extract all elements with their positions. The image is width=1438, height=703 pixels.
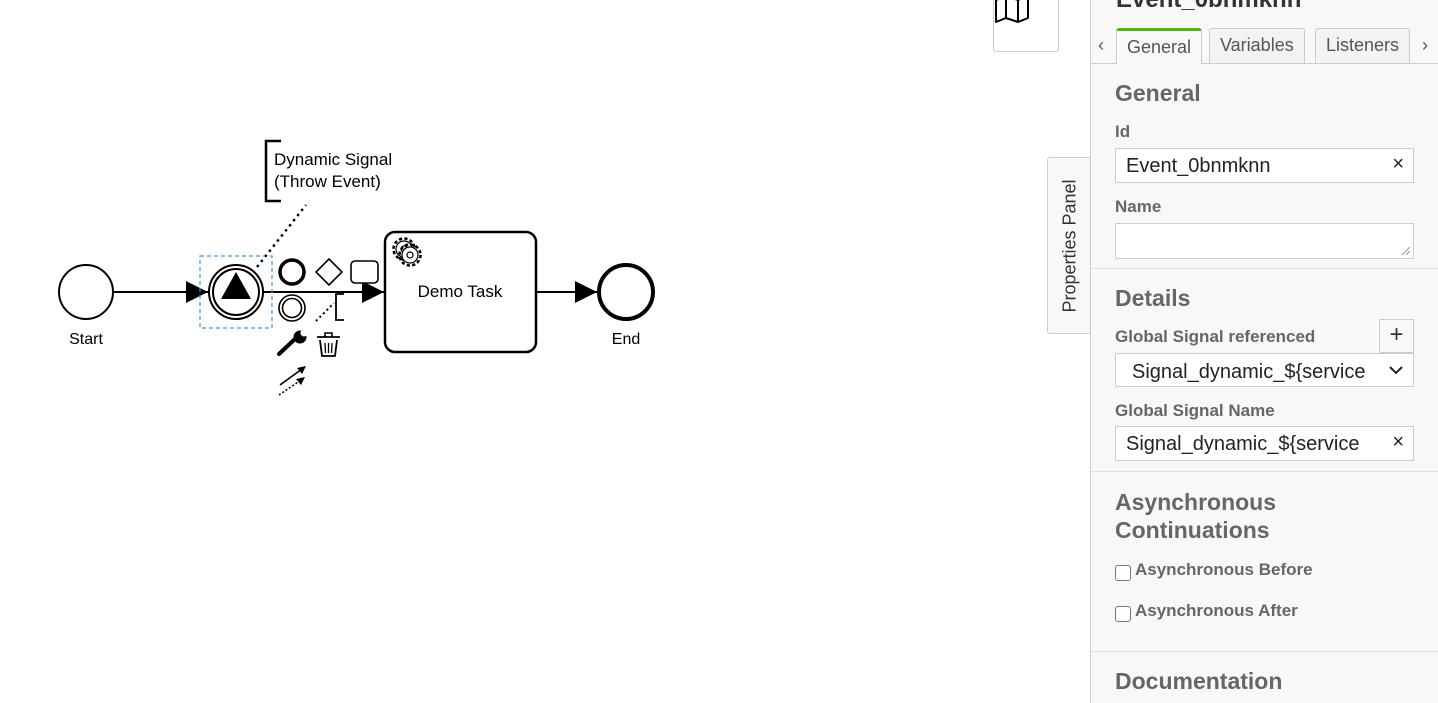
section-details-title: Details xyxy=(1115,285,1191,311)
section-divider xyxy=(1091,651,1438,652)
tab-general[interactable]: General xyxy=(1116,28,1203,64)
annotation-line-1: Dynamic Signal xyxy=(274,150,392,169)
start-event[interactable] xyxy=(58,264,114,320)
append-intermediate-event-icon[interactable] xyxy=(278,294,306,322)
append-end-event-icon[interactable] xyxy=(278,258,306,286)
signal-ref-value: Signal_dynamic_${service xyxy=(1132,361,1366,383)
tab-variables[interactable]: Variables xyxy=(1209,28,1305,63)
tabs-bar: ‹ General Variables Listeners › xyxy=(1091,27,1438,64)
signal-triangle-icon xyxy=(221,272,251,299)
text-annotation-bracket[interactable] xyxy=(264,139,281,203)
signal-name-value: Signal_dynamic_${service xyxy=(1126,433,1360,455)
trash-icon[interactable] xyxy=(317,332,340,357)
append-text-annotation-icon[interactable] xyxy=(315,293,344,322)
tab-listeners[interactable]: Listeners xyxy=(1315,28,1411,63)
section-divider xyxy=(1091,268,1438,269)
connect-icon[interactable] xyxy=(278,366,306,396)
section-general-title: General xyxy=(1115,80,1201,106)
clear-id-button[interactable]: × xyxy=(1392,153,1404,175)
diagram-svg: Start Dynamic Signal (Throw Event) xyxy=(58,139,655,396)
async-before-checkbox[interactable] xyxy=(1115,565,1131,581)
properties-panel: Event_0bnmknn ‹ General Variables Listen… xyxy=(1090,0,1438,703)
wrench-icon[interactable] xyxy=(277,329,308,356)
async-after-label: Asynchronous After xyxy=(1135,601,1298,620)
section-divider xyxy=(1091,471,1438,472)
context-pad xyxy=(277,257,379,396)
selection-outline xyxy=(199,255,273,329)
append-task-icon[interactable] xyxy=(350,260,379,284)
properties-panel-toggle[interactable]: Properties Panel xyxy=(1047,157,1091,334)
name-label: Name xyxy=(1115,197,1162,216)
clear-signal-name-button[interactable]: × xyxy=(1392,431,1404,453)
resize-handle-icon[interactable] xyxy=(1401,246,1411,256)
association-line xyxy=(256,204,307,268)
service-task[interactable]: Demo Task xyxy=(383,230,538,354)
minimap-toggle-button[interactable] xyxy=(993,0,1059,52)
signal-ref-label: Global Signal referenced xyxy=(1115,327,1316,346)
id-value: Event_0bnmknn xyxy=(1126,155,1271,177)
section-async-title-line2: Continuations xyxy=(1115,517,1270,543)
async-after-row[interactable]: Asynchronous After xyxy=(1115,601,1298,622)
signal-name-label: Global Signal Name xyxy=(1115,401,1275,420)
async-before-label: Asynchronous Before xyxy=(1135,560,1313,579)
gear-icon xyxy=(392,237,422,267)
properties-panel-toggle-label: Properties Panel xyxy=(1059,178,1079,313)
end-event[interactable] xyxy=(597,263,655,321)
signal-name-input[interactable]: Signal_dynamic_${service × xyxy=(1115,426,1414,461)
section-documentation-title: Documentation xyxy=(1115,668,1283,694)
chevron-down-icon xyxy=(1389,366,1403,375)
signal-ref-select[interactable]: Signal_dynamic_${service xyxy=(1115,353,1414,387)
async-after-checkbox[interactable] xyxy=(1115,606,1131,622)
annotation-line-2: (Throw Event) xyxy=(274,172,381,191)
map-icon xyxy=(995,0,1029,23)
section-async-title-line1: Asynchronous xyxy=(1115,489,1277,515)
name-input[interactable] xyxy=(1115,223,1414,259)
end-event-label: End xyxy=(612,331,640,348)
id-input[interactable]: Event_0bnmknn × xyxy=(1115,148,1414,183)
tab-scroll-right-button[interactable]: › xyxy=(1422,35,1428,55)
add-signal-button[interactable]: + xyxy=(1379,319,1414,353)
signal-throw-event[interactable] xyxy=(208,264,264,320)
task-label: Demo Task xyxy=(418,282,503,301)
bpmn-canvas[interactable]: Start Dynamic Signal (Throw Event) xyxy=(0,0,1091,703)
append-gateway-icon[interactable] xyxy=(314,257,344,287)
start-event-label: Start xyxy=(69,331,103,348)
tab-scroll-left-button[interactable]: ‹ xyxy=(1098,35,1104,55)
id-label: Id xyxy=(1115,122,1131,141)
async-before-row[interactable]: Asynchronous Before xyxy=(1115,560,1313,581)
panel-header-title: Event_0bnmknn xyxy=(1116,0,1301,14)
